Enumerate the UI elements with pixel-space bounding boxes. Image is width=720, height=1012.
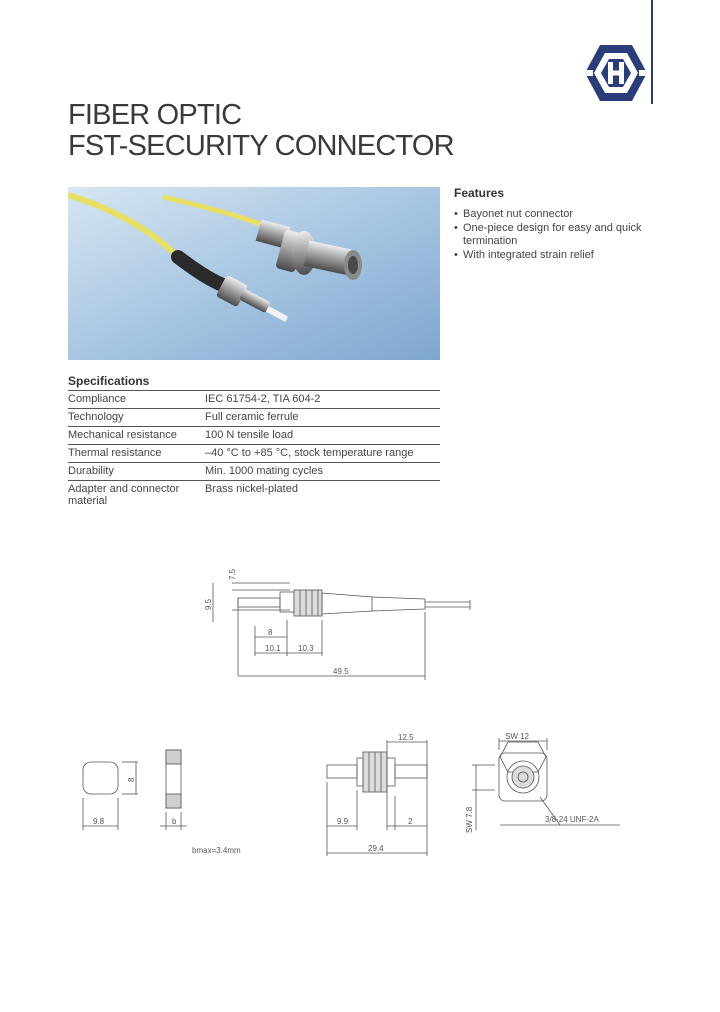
features-heading: Features (454, 186, 505, 200)
feature-item: One-piece design for easy and quick term… (454, 222, 654, 249)
dim-label: b (172, 817, 177, 826)
features-section: Features Bayonet nut connector One-piece… (454, 186, 654, 262)
page-title: FIBER OPTIC FST-SECURITY CONNECTOR (68, 99, 455, 162)
dim-note: bmax=3.4mm (192, 846, 241, 855)
spec-value: –40 °C to +85 °C, stock temperature rang… (205, 444, 440, 463)
dim-label: SW 7.8 (465, 806, 474, 833)
dim-label: 10.1 (265, 644, 281, 653)
feature-item: Bayonet nut connector (454, 208, 654, 222)
specifications-table: Compliance IEC 61754-2, TIA 604-2 Techno… (68, 390, 440, 509)
dim-label: 3/8-24 UNF-2A (545, 815, 599, 824)
dim-label: 8 (268, 628, 273, 637)
table-row: Mechanical resistance 100 N tensile load (68, 426, 440, 445)
feature-item: With integrated strain relief (454, 249, 654, 263)
dim-label: 12.5 (398, 733, 414, 742)
specifications-section: Specifications Compliance IEC 61754-2, T… (68, 374, 440, 509)
title-line-2: FST-SECURITY CONNECTOR (68, 130, 455, 162)
features-list: Bayonet nut connector One-piece design f… (454, 208, 654, 262)
table-row: Compliance IEC 61754-2, TIA 604-2 (68, 390, 440, 409)
spec-label: Compliance (68, 390, 205, 409)
spec-label: Mechanical resistance (68, 426, 205, 445)
spec-value: IEC 61754-2, TIA 604-2 (205, 390, 440, 409)
spec-label: Technology (68, 408, 205, 427)
spec-value: Brass nickel-plated (205, 480, 440, 509)
dim-label: 9.5 (204, 598, 213, 610)
specifications-heading: Specifications (68, 374, 150, 388)
dim-label: 2 (408, 817, 413, 826)
adapter-front-drawing (472, 738, 620, 830)
dim-label: 49.5 (333, 667, 349, 676)
connector-drawing (212, 582, 471, 680)
header-rule (651, 0, 653, 104)
spec-value: 100 N tensile load (205, 426, 440, 445)
table-row: Thermal resistance –40 °C to +85 °C, sto… (68, 444, 440, 463)
product-photo (68, 187, 440, 360)
dim-label: 8 (127, 777, 136, 782)
dim-label: 7.5 (228, 568, 237, 580)
table-row: Durability Min. 1000 mating cycles (68, 462, 440, 481)
title-line-1: FIBER OPTIC (68, 99, 242, 131)
dim-label: 10.3 (298, 644, 314, 653)
table-row: Technology Full ceramic ferrule (68, 408, 440, 427)
dim-label: 29.4 (368, 844, 384, 853)
adapter-drawing (326, 740, 428, 856)
dim-label: SW 12 (505, 732, 530, 741)
nut-drawing (82, 749, 187, 830)
table-row: Adapter and connector material Brass nic… (68, 480, 440, 509)
spec-label: Durability (68, 462, 205, 481)
spec-label: Adapter and connector material (68, 480, 205, 509)
company-logo (584, 45, 648, 101)
spec-value: Min. 1000 mating cycles (205, 462, 440, 481)
spec-value: Full ceramic ferrule (205, 408, 440, 427)
dim-label: 9.8 (93, 817, 105, 826)
spec-label: Thermal resistance (68, 444, 205, 463)
dim-label: 9.9 (337, 817, 349, 826)
